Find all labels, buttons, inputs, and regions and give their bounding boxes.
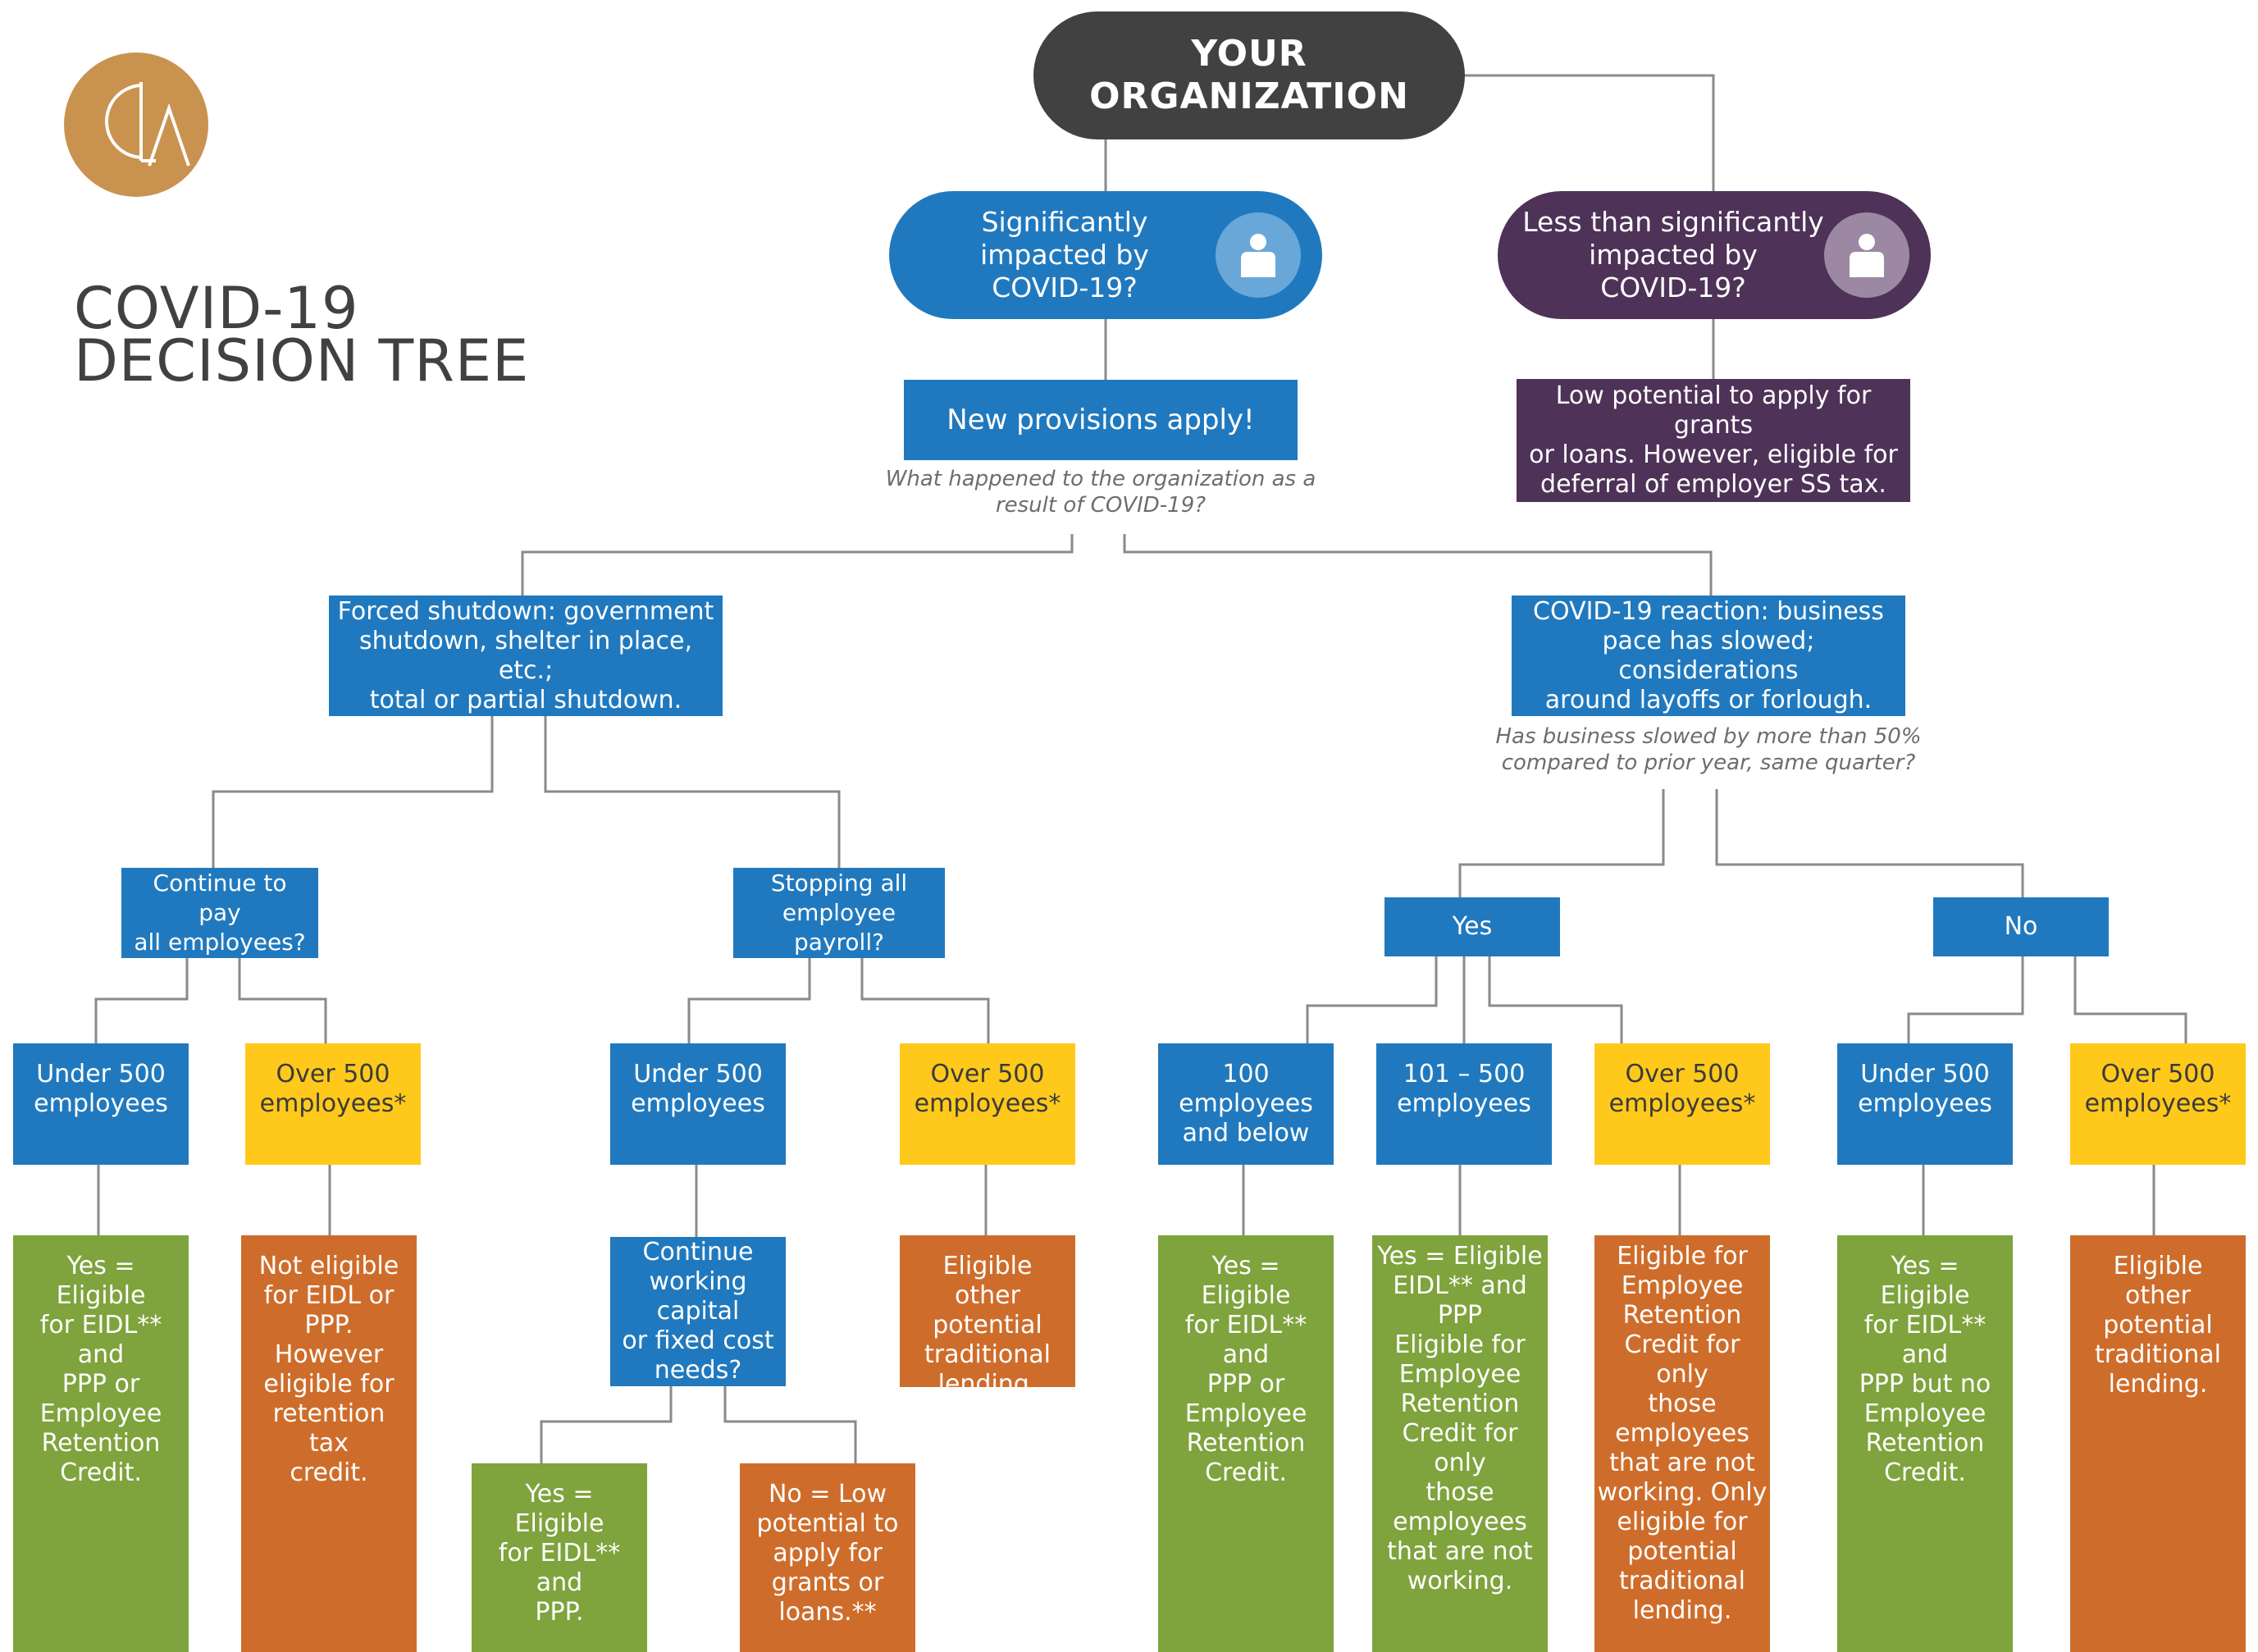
fs-stop-over500-result: Eligible other potential traditional len…	[900, 1235, 1075, 1399]
fs-pay-over500-result: Not eligible for EIDL or PPP. However el…	[241, 1235, 417, 1652]
forced-shutdown-box: Forced shutdown: government shutdown, sh…	[329, 596, 723, 716]
low-potential-box: Low potential to apply for grants or loa…	[1517, 379, 1910, 502]
connector-line	[540, 1386, 673, 1463]
less-significantly-impacted-label: Less than significantly impacted by COVI…	[1522, 206, 1824, 303]
connector-line	[860, 958, 990, 1043]
cla-logo	[64, 52, 208, 197]
yes-100-below-result: Yes = Eligible for EIDL** and PPP or Emp…	[1158, 1235, 1334, 1652]
connector-line	[212, 716, 494, 868]
less-significantly-impacted-node: Less than significantly impacted by COVI…	[1498, 191, 1931, 319]
yes-101-500-box: 101 – 500 employees	[1376, 1043, 1552, 1165]
yes-box: Yes	[1384, 897, 1560, 956]
connector-line	[544, 716, 841, 868]
fs-pay-under500-result: Yes = Eligible for EIDL** and PPP or Emp…	[13, 1235, 189, 1652]
yes-100-below-box: 100 employees and below	[1158, 1043, 1334, 1165]
no-over500-result: Eligible other potential traditional len…	[2070, 1235, 2246, 1652]
connector-line	[1907, 956, 2024, 1043]
connector-line	[1123, 534, 1713, 596]
yes-101-500-result: Yes = Eligible EIDL** and PPP Eligible f…	[1372, 1235, 1548, 1652]
new-provisions-box: New provisions apply!	[904, 380, 1298, 460]
connector-line	[238, 958, 327, 1043]
fs-stop-over500-box: Over 500 employees*	[900, 1043, 1075, 1165]
connector-line	[1715, 789, 2024, 897]
connector-line	[1306, 956, 1438, 1043]
significantly-impacted-label: Significantly impacted by COVID-19?	[980, 206, 1149, 303]
working-capital-yes-result: Yes = Eligible for EIDL** and PPP.	[472, 1463, 647, 1652]
fs-stop-under500-box: Under 500 employees	[610, 1043, 786, 1165]
page-title: COVID-19 DECISION TREE	[74, 275, 530, 395]
no-under500-box: Under 500 employees	[1837, 1043, 2013, 1165]
connector-line	[1488, 956, 1623, 1043]
connector-line	[687, 958, 811, 1043]
connector-line	[1465, 74, 1715, 191]
no-over500-box: Over 500 employees*	[2070, 1043, 2246, 1165]
business-slowed-question: Has business slowed by more than 50% com…	[1495, 724, 1922, 775]
fs-pay-under500-box: Under 500 employees	[13, 1043, 189, 1165]
working-capital-no-result: No = Low potential to apply for grants o…	[740, 1463, 915, 1652]
connector-line	[94, 958, 189, 1043]
working-capital-question-box: Continue working capital or fixed cost n…	[610, 1237, 786, 1386]
significantly-impacted-node: Significantly impacted by COVID-19?	[889, 191, 1322, 319]
yes-over500-box: Over 500 employees*	[1594, 1043, 1770, 1165]
root-your-organization: YOUR ORGANIZATION	[1033, 11, 1465, 139]
continue-pay-box: Continue to pay all employees?	[121, 868, 318, 958]
followup-question: What happened to the organization as a r…	[885, 467, 1316, 518]
connector-line	[2073, 956, 2187, 1043]
connector-line	[1458, 789, 1665, 897]
no-under500-result: Yes = Eligible for EIDL** and PPP but no…	[1837, 1235, 2013, 1652]
connector-line	[723, 1386, 857, 1463]
connector-line	[521, 534, 1074, 596]
person-icon	[1824, 212, 1909, 298]
stop-payroll-box: Stopping all employee payroll?	[733, 868, 945, 958]
no-box: No	[1933, 897, 2109, 956]
covid-reaction-box: COVID-19 reaction: business pace has slo…	[1512, 596, 1905, 716]
person-icon	[1216, 212, 1301, 298]
yes-over500-result: Eligible for Employee Retention Credit f…	[1594, 1235, 1770, 1652]
fs-pay-over500-box: Over 500 employees*	[245, 1043, 421, 1165]
